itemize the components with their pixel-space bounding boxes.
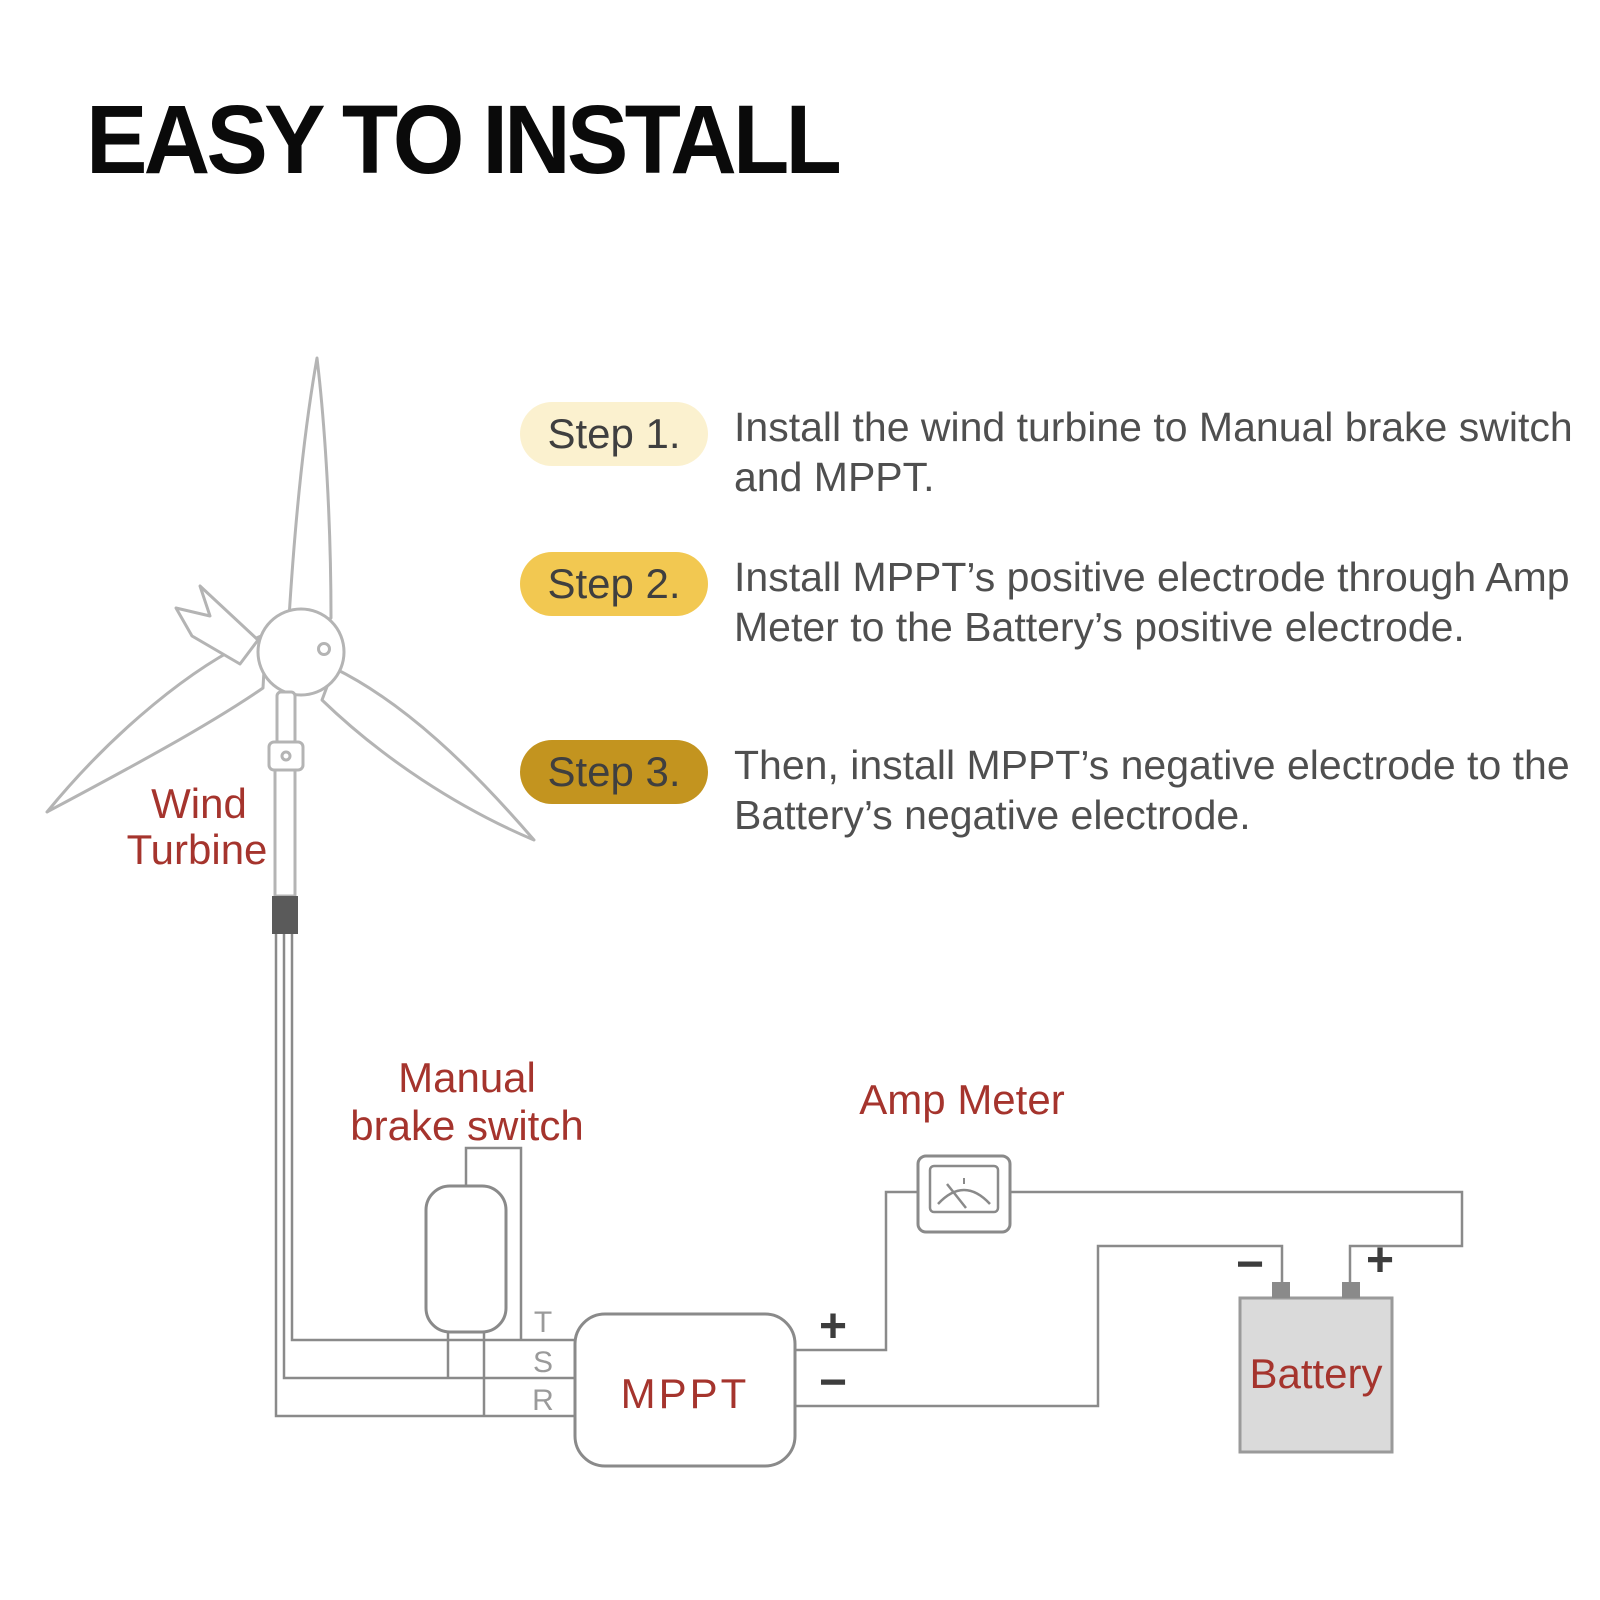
battery-minus-sign: − [1236,1238,1264,1291]
wire-phase-s [282,934,575,1380]
step-2-row: Step 2. Install MPPT’s positive electrod… [520,552,1579,652]
battery: Battery − + [1236,1234,1394,1454]
wire-positive-ammeter-to-battery [1010,1190,1464,1286]
manual-brake-label-line2: brake switch [350,1102,583,1149]
wind-turbine-drawing [45,356,536,934]
step-1-row: Step 1. Install the wind turbine to Manu… [520,402,1579,502]
turbine-pole [273,768,297,898]
mppt: MPPT [573,1312,797,1468]
amp-meter-label: Amp Meter [859,1076,1064,1123]
battery-terminal-plus [1342,1282,1360,1298]
mppt-plus-sign: + [819,1300,847,1353]
wire-brake-top [464,1146,523,1340]
turbine-hub-dot [317,642,331,656]
turbine-collar-bolt [280,750,292,762]
manual-brake-switch [424,1184,508,1334]
turbine-blade-top [287,356,333,627]
turbine-blade-left-root [174,584,260,666]
battery-label: Battery [1249,1350,1382,1397]
amp-meter-needle [946,1183,967,1209]
wire-negative-mppt-to-battery [795,1244,1284,1408]
battery-box [1238,1296,1394,1454]
battery-terminal-minus [1272,1282,1290,1298]
step-3-text: Then, install MPPT’s negative electrode … [734,742,1570,839]
mppt-box [573,1312,797,1468]
amp-meter [916,1154,1012,1234]
wire-phase-r [274,934,575,1418]
wire-positive-mppt-to-ammeter [795,1190,918,1352]
amp-meter-arc [937,1188,991,1205]
wires [274,934,1464,1418]
wind-turbine-label-line1: Wind [151,780,247,827]
mppt-terminal-r: R [532,1384,554,1417]
step-2-badge: Step 2. [520,552,708,616]
step-1-badge: Step 1. [520,402,708,466]
mppt-terminal-s: S [533,1346,553,1379]
wind-turbine-label-line2: Turbine [127,826,268,873]
step-1-text: Install the wind turbine to Manual brake… [734,404,1573,501]
turbine-hub [256,607,346,697]
turbine-blade-left [45,632,268,814]
battery-plus-sign: + [1366,1234,1394,1287]
mppt-minus-sign: − [819,1356,847,1409]
page-title: EASY TO INSTALL [86,85,842,194]
mppt-label: MPPT [621,1370,750,1417]
step-3-row: Step 3. Then, install MPPT’s negative el… [520,740,1579,840]
mppt-terminal-t: T [534,1306,552,1339]
manual-brake-label-line1: Manual [398,1054,536,1101]
turbine-pole-band [272,896,298,934]
turbine-neck [275,690,297,746]
turbine-blade-right [320,666,536,842]
wire-phase-t [290,934,575,1342]
step-3-badge: Step 3. [520,740,708,804]
brake-switch-box [424,1184,508,1334]
step-2-text: Install MPPT’s positive electrode throug… [734,554,1570,651]
